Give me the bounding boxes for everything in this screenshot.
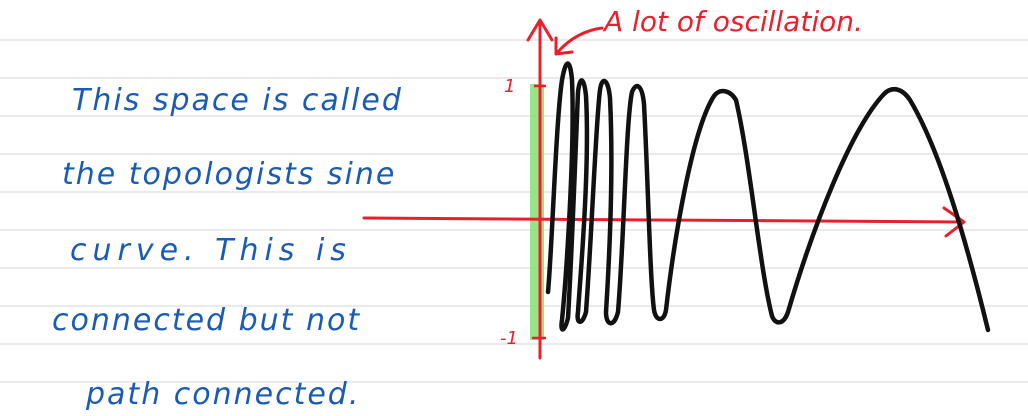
- annotation-arrowhead: [554, 36, 574, 56]
- y-axis-arrowhead: [526, 18, 554, 42]
- x-axis: [362, 216, 964, 224]
- x-axis-arrowhead: [942, 206, 966, 238]
- limit-segment-highlight: [530, 84, 544, 340]
- sine-curve: [545, 61, 991, 333]
- annotation-arrow: [556, 26, 604, 54]
